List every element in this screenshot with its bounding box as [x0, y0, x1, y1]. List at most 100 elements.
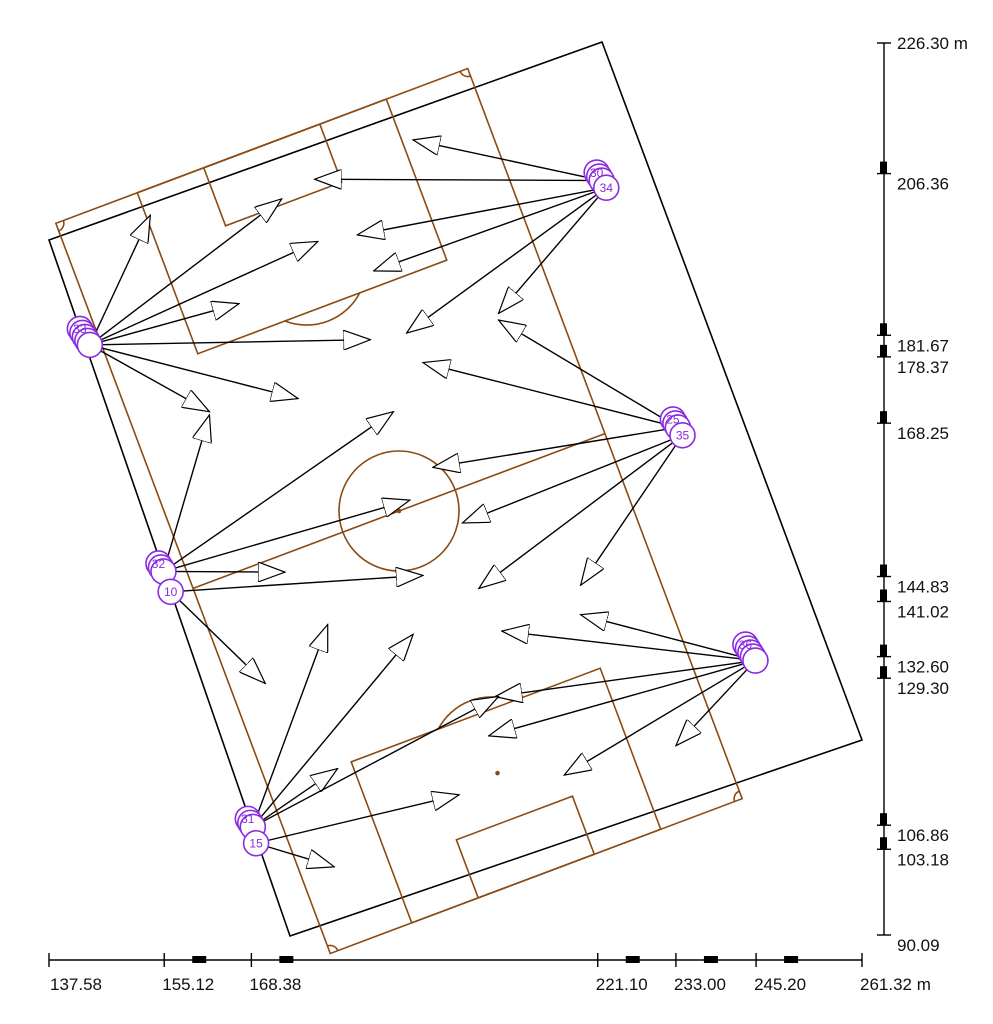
player-marker-label: 25 [666, 413, 680, 427]
x-axis-tick-label: 137.58 [50, 975, 102, 994]
x-axis-tick-label: 168.38 [249, 975, 301, 994]
direction-arrow [581, 434, 684, 585]
direction-arrow [89, 199, 282, 346]
y-axis-tick-mark [880, 161, 887, 174]
direction-arrow [252, 769, 338, 828]
y-axis-tick-mark [880, 589, 887, 602]
y-axis-tick-mark [880, 837, 887, 850]
y-axis-tick-label: 226.30 m [897, 34, 968, 53]
direction-arrow [433, 426, 679, 467]
y-axis-tick-label: 132.60 [897, 658, 949, 677]
direction-arrow [89, 344, 298, 399]
direction-arrow [89, 304, 239, 346]
direction-arrow [252, 697, 499, 828]
direction-arrow [89, 340, 371, 345]
penalty-arc-top [284, 292, 361, 326]
y-axis-tick-mark [880, 411, 887, 424]
y-axis-tick-mark [880, 813, 887, 826]
x-axis-tick-mark [192, 956, 207, 963]
y-axis-tick-label: 103.18 [897, 850, 949, 869]
y-axis-tick-label: 178.37 [897, 358, 949, 377]
y-axis-tick-label: 141.02 [897, 602, 949, 621]
corner-arc-bl [327, 944, 339, 952]
player-marker[interactable]: 31 [234, 805, 267, 841]
direction-arrow [407, 187, 607, 333]
player-marker-ring [76, 331, 104, 359]
y-axis-tick-mark [880, 644, 887, 657]
direction-arrow [89, 241, 318, 346]
direction-arrow [413, 140, 602, 182]
direction-arrow [374, 187, 607, 271]
direction-arrow [499, 320, 679, 429]
player-marker[interactable]: 32 [145, 550, 177, 585]
site-boundary [47, 40, 864, 938]
y-axis-tick-label: 181.67 [897, 336, 949, 355]
direction-arrow [255, 795, 459, 844]
direction-arrow [479, 434, 683, 588]
direction-arrow [495, 659, 756, 697]
corner-arc-tl [58, 220, 65, 232]
player-marker-label: 33 [73, 322, 87, 336]
player-marker[interactable]: 36 [732, 631, 769, 674]
direction-arrow [163, 500, 409, 573]
direction-arrow [581, 615, 756, 662]
corner-arc-br [733, 790, 740, 802]
direction-arrow [170, 591, 266, 684]
player-marker-label: 34 [600, 181, 614, 195]
x-axis-tick-mark [784, 956, 799, 963]
direction-arrow [162, 415, 209, 572]
x-axis-tick-mark [279, 956, 294, 963]
direction-arrow [423, 363, 679, 429]
direction-arrow [252, 625, 329, 828]
player-marker[interactable]: 34 [592, 174, 620, 202]
direction-arrow [315, 179, 602, 180]
direction-arrow [170, 575, 423, 593]
y-axis-tick-label: 144.83 [897, 578, 949, 597]
direction-arrow [499, 187, 607, 314]
player-marker[interactable]: 10 [157, 578, 184, 606]
x-axis-tick-mark [625, 956, 640, 963]
corner-arc-tr [459, 70, 471, 78]
direction-arrow [163, 571, 285, 572]
x-axis-tick-label: 221.10 [596, 975, 648, 994]
y-axis-tick-mark [880, 344, 887, 357]
direction-arrow [89, 215, 150, 346]
player-marker-ring [742, 647, 769, 674]
direction-arrow [357, 187, 607, 235]
y-axis-tick-label: 168.25 [897, 424, 949, 443]
direction-arrow [676, 660, 756, 746]
y-axis-tick-mark [880, 666, 887, 679]
player-marker-ring [242, 829, 270, 857]
direction-arrow [89, 344, 210, 412]
player-marker-label: 10 [164, 585, 178, 599]
player-marker[interactable]: 35 [669, 421, 696, 449]
penalty-area-bottom [350, 667, 662, 924]
x-axis-tick-label: 261.32 m [860, 975, 931, 994]
y-axis-tick-label: 106.86 [897, 826, 949, 845]
penalty-arc-bottom [437, 696, 514, 730]
player-marker[interactable]: 33 [66, 315, 104, 359]
goal-area-bottom [455, 795, 596, 899]
player-marker[interactable]: 15 [242, 829, 270, 857]
x-axis-tick-mark [703, 956, 718, 963]
y-axis: 226.30 m206.36181.67178.37168.25144.8314… [877, 34, 968, 955]
y-axis-tick-label: 90.09 [897, 936, 940, 955]
goal-area-top [202, 123, 343, 227]
center-spot [396, 508, 402, 514]
direction-arrow [564, 659, 756, 776]
direction-arrow [255, 842, 334, 867]
player-marker-label: 15 [249, 837, 263, 851]
player-marker-label: 32 [152, 557, 166, 571]
penalty-spot-bottom [495, 770, 500, 776]
arrows-layer [89, 140, 756, 867]
player-marker-ring [669, 421, 696, 449]
player-marker-label: 36 [739, 638, 753, 652]
player-marker-ring [592, 174, 620, 202]
football-pitch [54, 67, 744, 955]
player-marker-ring [157, 578, 184, 606]
player-marker-label: 31 [241, 812, 255, 826]
direction-arrow [252, 634, 413, 828]
x-axis-tick-label: 245.20 [754, 975, 806, 994]
